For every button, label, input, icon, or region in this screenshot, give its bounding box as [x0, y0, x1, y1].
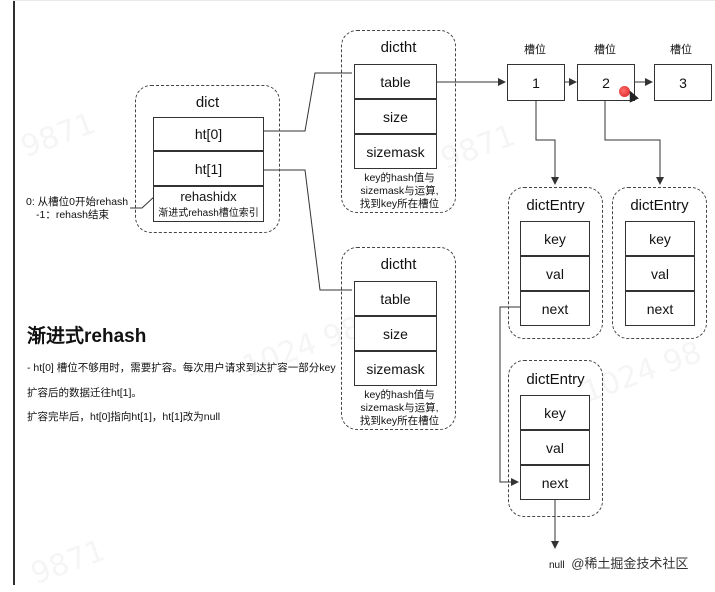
slot-2: 2 — [577, 64, 635, 101]
dictentry-1-title: dictEntry — [526, 197, 585, 214]
dict-ht0-field: ht[0] — [153, 117, 264, 151]
description-line-3: 扩容完毕后，ht[0]指向ht[1]，ht[1]改为null — [27, 411, 221, 423]
dictht-bottom-size: size — [354, 316, 437, 351]
rehashidx-label: rehashidx — [180, 189, 237, 204]
dict-ht1-field: ht[1] — [153, 151, 264, 186]
ht1-to-dictht-line — [263, 169, 352, 291]
dictht-bottom-group: dictht — [341, 247, 456, 430]
dictentry-2-val: val — [625, 256, 695, 291]
dict-title: dict — [195, 94, 220, 111]
note-line: sizemask与运算, — [360, 402, 439, 414]
dictht-top-size: size — [354, 99, 437, 134]
dictentry-3-val: val — [520, 430, 590, 465]
note-line: 找到key所在槽位 — [359, 415, 440, 427]
dictentry-3-next: next — [520, 465, 590, 500]
footer-text: @稀土掘金技术社区 — [571, 556, 689, 571]
footer: null @稀土掘金技术社区 — [549, 553, 688, 572]
dictht-top-sizemask: sizemask — [354, 134, 437, 169]
dictht-bottom-sizemask: sizemask — [354, 351, 437, 386]
dictht-top-group: dictht — [341, 30, 456, 213]
dictentry-3-key: key — [520, 395, 590, 430]
dictht-top-table: table — [354, 64, 437, 99]
dictentry-1-next: next — [520, 291, 590, 326]
slot-label: 槽位 — [524, 44, 546, 56]
dictentry-3-title: dictEntry — [526, 371, 585, 388]
ht0-to-dictht-line — [263, 72, 352, 132]
rehashidx-side-note: 0: 从槽位0开始rehash -1：rehash结束 — [26, 196, 136, 222]
note-line: key的hash值与 — [364, 389, 435, 401]
rehashidx-note-line — [130, 195, 156, 209]
dictentry-2-next: next — [625, 291, 695, 326]
side-note-line2: -1：rehash结束 — [36, 209, 109, 221]
slot-1: 1 — [507, 64, 565, 101]
dictht-top-title: dictht — [380, 39, 417, 56]
dictht-top-note: key的hash值与 sizemask与运算, 找到key所在槽位 — [342, 172, 457, 211]
slot2-to-entry2-arrow — [604, 100, 664, 185]
note-line: sizemask与运算, — [360, 185, 439, 197]
dictentry-1-key: key — [520, 221, 590, 256]
slot-label: 槽位 — [594, 44, 616, 56]
dictht-bottom-title: dictht — [380, 256, 417, 273]
entry1-next-to-entry3-arrow — [499, 306, 520, 486]
side-note-line1: 0: 从槽位0开始rehash — [26, 196, 129, 208]
note-line: key的hash值与 — [364, 172, 435, 184]
dictht-bottom-note: key的hash值与 sizemask与运算, 找到key所在槽位 — [342, 389, 457, 428]
null-label: null — [549, 560, 565, 571]
dictentry-1-group: dictEntry — [508, 187, 603, 339]
slot1-to-entry1-arrow — [535, 100, 559, 185]
slot-label: 槽位 — [670, 44, 692, 56]
dictentry-3-group: dictEntry — [508, 360, 603, 517]
slot-3: 3 — [654, 64, 712, 101]
dict-rehashidx-field: rehashidx 渐进式rehash槽位索引 — [153, 186, 264, 222]
frame-top-border — [13, 0, 715, 1]
description-line-2: 扩容后的数据迁往ht[1]。 — [27, 387, 142, 399]
section-heading: 渐进式rehash — [27, 326, 147, 347]
dict-group: dict — [135, 85, 280, 233]
click-indicator-icon — [619, 86, 630, 97]
dictentry-2-key: key — [625, 221, 695, 256]
rehashidx-note: 渐进式rehash槽位索引 — [158, 208, 259, 219]
description-line-1: - ht[0] 槽位不够用时，需要扩容。每次用户请求到达扩容一部分key — [27, 362, 336, 374]
frame-left-border — [13, 0, 15, 585]
dictentry-1-val: val — [520, 256, 590, 291]
note-line: 找到key所在槽位 — [359, 198, 440, 210]
dictentry-2-group: dictEntry — [612, 187, 707, 339]
dictentry-2-title: dictEntry — [630, 197, 689, 214]
dictht-bottom-table: table — [354, 281, 437, 316]
